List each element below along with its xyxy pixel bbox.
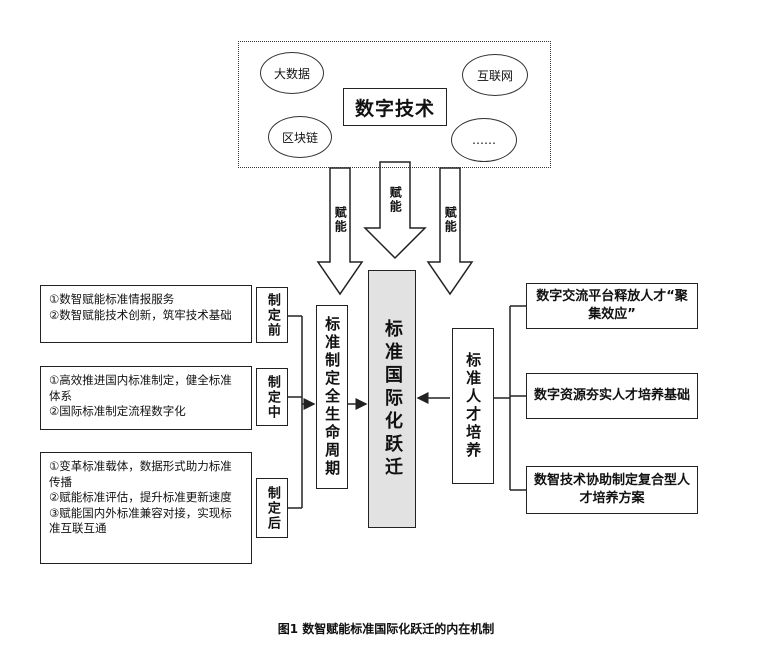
before-line-1: ①数智赋能标准情报服务 bbox=[49, 292, 175, 306]
center-box: 标准国际化跃迁 bbox=[368, 270, 416, 528]
talent-item-resources: 数字资源夯实人才培养基础 bbox=[526, 373, 698, 419]
stage-during-label: 制定中 bbox=[264, 374, 280, 420]
talent-box: 标准人才培养 bbox=[452, 328, 494, 484]
lifecycle-label: 标准制定全生命周期 bbox=[323, 316, 342, 478]
empower-text-middle: 赋能 bbox=[388, 186, 403, 214]
stage-during-box: 制定中 bbox=[256, 368, 288, 426]
empower-arrow-left bbox=[316, 167, 364, 296]
lifecycle-box: 标准制定全生命周期 bbox=[316, 305, 348, 489]
talent-label: 标准人才培养 bbox=[464, 352, 483, 460]
empower-label-right: 赋能 bbox=[440, 206, 460, 234]
oval-internet: 互联网 bbox=[462, 54, 528, 96]
stage-before-box: 制定前 bbox=[256, 287, 288, 343]
digital-tech-region bbox=[238, 41, 551, 168]
stage-before-label: 制定前 bbox=[264, 292, 280, 338]
oval-more: …… bbox=[451, 118, 517, 162]
before-line-2: ②数智赋能技术创新，筑牢技术基础 bbox=[49, 307, 232, 322]
empower-text-right: 赋能 bbox=[443, 206, 458, 234]
after-line-1: ①变革标准载体，数据形式助力标准传播 bbox=[49, 459, 232, 489]
digital-tech-title: 数字技术 bbox=[343, 88, 447, 126]
oval-blockchain: 区块链 bbox=[268, 116, 332, 158]
center-label: 标准国际化跃迁 bbox=[381, 318, 403, 480]
talent-item-plan: 数智技术协助制定复合型人才培养方案 bbox=[526, 466, 698, 514]
empower-arrow-right bbox=[426, 167, 474, 296]
before-content-box: ①数智赋能标准情报服务 ②数智赋能技术创新，筑牢技术基础 bbox=[40, 285, 252, 343]
oval-big-data: 大数据 bbox=[260, 52, 324, 94]
after-line-3: ③赋能国内外标准兼容对接，实现标准互联互通 bbox=[49, 505, 232, 536]
during-line-1: ①高效推进国内标准制定，健全标准体系 bbox=[49, 373, 232, 403]
empower-arrow-middle bbox=[363, 161, 427, 260]
stage-after-label: 制定后 bbox=[264, 485, 280, 531]
figure-caption: 图1 数智赋能标准国际化跃迁的内在机制 bbox=[277, 622, 495, 636]
empower-label-middle: 赋能 bbox=[383, 186, 407, 214]
during-line-2: ②国际标准制定流程数字化 bbox=[49, 404, 186, 419]
empower-label-left: 赋能 bbox=[330, 206, 350, 234]
talent-item-platform: 数字交流平台释放人才“聚集效应” bbox=[526, 283, 698, 329]
during-content-box: ①高效推进国内标准制定，健全标准体系 ②国际标准制定流程数字化 bbox=[40, 366, 252, 430]
empower-text-left: 赋能 bbox=[333, 206, 348, 234]
after-line-2: ②赋能标准评估，提升标准更新速度 bbox=[49, 490, 232, 505]
after-content-box: ①变革标准载体，数据形式助力标准传播 ②赋能标准评估，提升标准更新速度 ③赋能国… bbox=[40, 452, 252, 564]
stage-after-box: 制定后 bbox=[256, 478, 288, 538]
